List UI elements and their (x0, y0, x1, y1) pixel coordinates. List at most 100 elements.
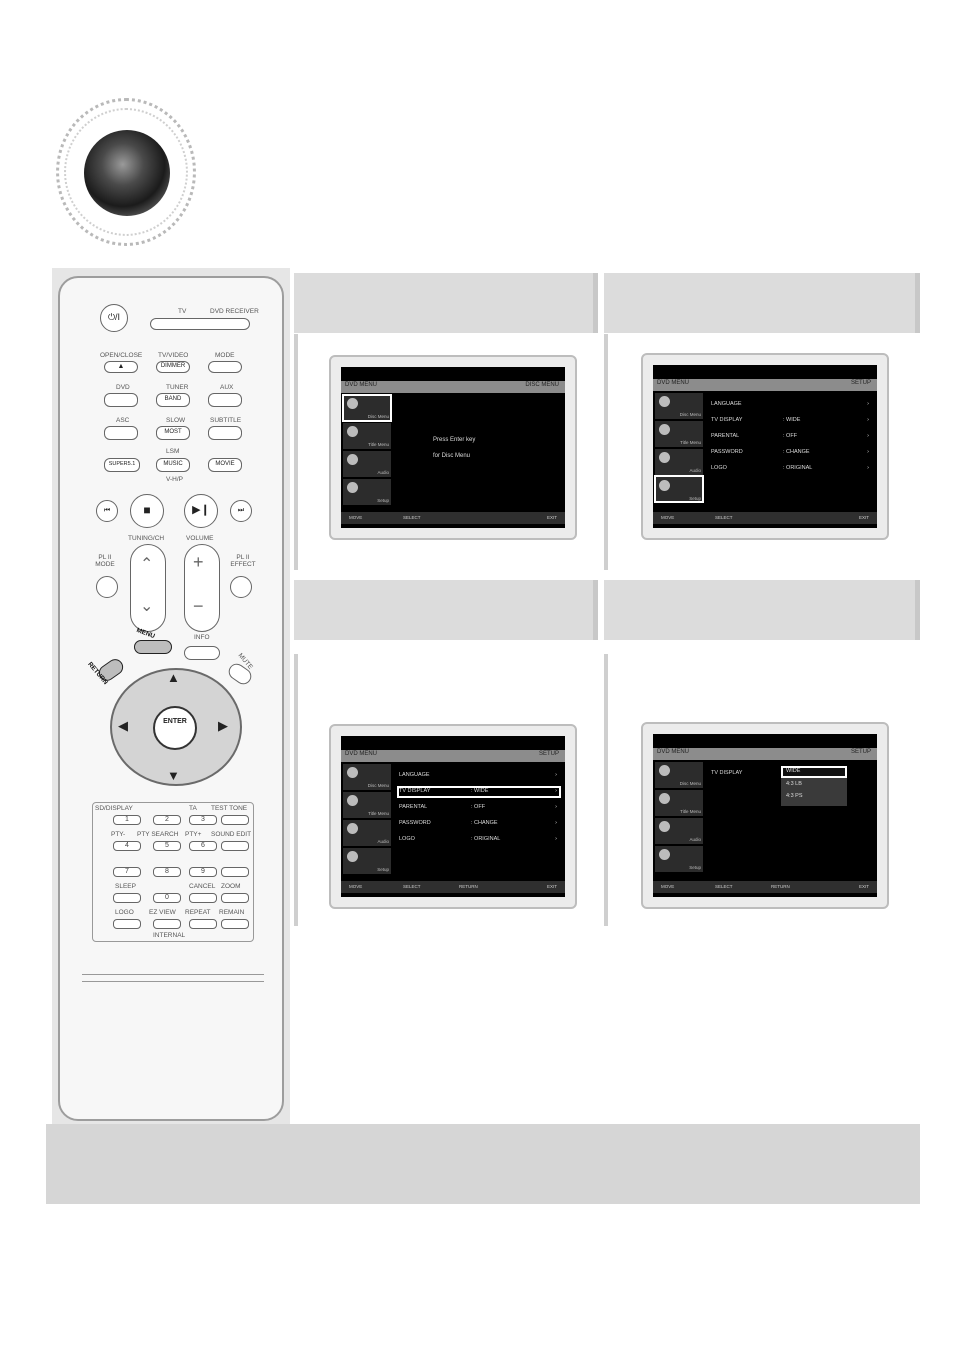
menu-button[interactable] (134, 640, 172, 654)
dpad-down-icon[interactable]: ▼ (167, 768, 180, 783)
osd-row-language[interactable]: LANGUAGE› (399, 772, 559, 782)
key-8[interactable]: 8 (153, 867, 181, 877)
dpad-right-icon[interactable]: ▶ (218, 718, 228, 733)
osd-side-setup[interactable]: Setup (343, 479, 391, 505)
osd-side-disc-menu[interactable]: Disc Menu (655, 762, 703, 788)
osd-row-logo[interactable]: LOGO: ORIGINAL› (399, 836, 559, 846)
band-button[interactable]: BAND (156, 393, 190, 407)
mode-button[interactable] (208, 361, 242, 373)
enter-button[interactable]: ENTER (153, 706, 197, 750)
osd-side-audio[interactable]: Audio (343, 451, 391, 477)
skip-back-button[interactable]: ⏮ (96, 500, 118, 522)
osd-side-title-menu[interactable]: Title Menu (655, 790, 703, 816)
dpad-left-icon[interactable]: ◀ (118, 718, 128, 733)
repeat-key[interactable] (189, 919, 217, 929)
osd-side-audio[interactable]: Audio (655, 818, 703, 844)
speaker-ring-inner (64, 108, 188, 236)
osd-option-43ps[interactable]: 4:3 PS (786, 793, 803, 799)
osd-side-disc-menu[interactable]: Disc Menu (343, 764, 391, 790)
key-blank-1[interactable] (221, 815, 249, 825)
osd-side-title-menu[interactable]: Title Menu (343, 792, 391, 818)
key-5[interactable]: 5 (153, 841, 181, 851)
key-blank-2[interactable] (221, 841, 249, 851)
setup-icon (347, 851, 358, 862)
super51-button[interactable]: SUPER5.1 (104, 458, 140, 472)
logo-key[interactable] (113, 919, 141, 929)
step-4-header (604, 580, 920, 640)
volume-down-icon: − (193, 596, 204, 616)
osd-row-logo[interactable]: LOGO: ORIGINAL› (711, 465, 871, 475)
power-button[interactable]: ⏻/I (100, 304, 128, 332)
volume-rocker[interactable] (184, 544, 220, 632)
title-icon (659, 793, 670, 804)
osd-side-setup[interactable]: Setup (655, 477, 703, 503)
osd-title-bar: DVD MENU SETUP (653, 748, 877, 760)
osd-side-audio[interactable]: Audio (655, 449, 703, 475)
ez-view-key[interactable] (153, 919, 181, 929)
pl-effect-button[interactable] (230, 576, 252, 598)
info-button[interactable] (184, 646, 220, 660)
osd-screen-4: DVD MENU SETUP Disc Menu Title Menu Audi… (653, 734, 877, 897)
most-button[interactable]: MOST (156, 426, 190, 440)
osd-bar-left: DVD MENU (345, 382, 378, 388)
osd-option-wide[interactable]: WIDE (786, 768, 801, 774)
music-button[interactable]: MUSIC (156, 458, 190, 472)
aux-button[interactable] (208, 393, 242, 407)
osd-side-disc-menu[interactable]: Disc Menu (343, 395, 391, 421)
osd-side-label: Disc Menu (679, 781, 701, 786)
skip-forward-button[interactable]: ⏭ (230, 500, 252, 522)
zoom-key[interactable] (221, 893, 249, 903)
osd-side-title-menu[interactable]: Title Menu (655, 421, 703, 447)
audio-icon (347, 823, 358, 834)
pl-mode-button[interactable] (96, 576, 118, 598)
speaker-cone-icon (84, 130, 170, 216)
remain-label: REMAIN (219, 909, 245, 916)
osd-side-setup[interactable]: Setup (343, 848, 391, 874)
movie-button[interactable]: MOVIE (208, 458, 242, 472)
key-4[interactable]: 4 (113, 841, 141, 851)
dpad-up-icon[interactable]: ▲ (167, 670, 180, 685)
cancel-key[interactable] (189, 893, 217, 903)
asc-button[interactable] (104, 426, 138, 440)
key-3[interactable]: 3 (189, 815, 217, 825)
arrow-right-icon: › (555, 836, 557, 842)
osd-side-label: Setup (377, 867, 389, 872)
osd-row-language[interactable]: LANGUAGE› (711, 401, 871, 411)
osd-side-audio[interactable]: Audio (343, 820, 391, 846)
key-9[interactable]: 9 (189, 867, 217, 877)
osd-row-tv-display[interactable]: TV DISPLAY: WIDE› (399, 788, 559, 798)
remain-key[interactable] (221, 919, 249, 929)
open-close-button[interactable]: ▲ (104, 361, 138, 373)
osd-side-disc-menu[interactable]: Disc Menu (655, 393, 703, 419)
osd-screen-2: DVD MENU SETUP Disc Menu Title Menu Audi… (653, 365, 877, 528)
key-blank-3[interactable] (221, 867, 249, 877)
osd-option-43lb[interactable]: 4:3 LB (786, 781, 802, 787)
osd-side-menu: Disc Menu Title Menu Audio Setup (341, 395, 391, 508)
mode-switch[interactable] (150, 318, 250, 330)
dvd-button[interactable] (104, 393, 138, 407)
subtitle-button[interactable] (208, 426, 242, 440)
osd-row-password[interactable]: PASSWORD: CHANGE› (399, 820, 559, 830)
osd-side-label: Title Menu (368, 442, 389, 447)
osd-row-tv-display[interactable]: TV DISPLAY: WIDE› (711, 417, 871, 427)
key-7[interactable]: 7 (113, 867, 141, 877)
sleep-key[interactable] (113, 893, 141, 903)
title-icon (347, 795, 358, 806)
tuning-rocker[interactable] (130, 544, 166, 632)
osd-option-selected[interactable] (781, 766, 847, 778)
key-1[interactable]: 1 (113, 815, 141, 825)
stop-button[interactable]: ■ (130, 494, 164, 528)
dimmer-button[interactable]: DIMMER (156, 361, 190, 373)
osd-side-title-menu[interactable]: Title Menu (343, 423, 391, 449)
osd-row-password[interactable]: PASSWORD: CHANGE› (711, 449, 871, 459)
key-0[interactable]: 0 (153, 893, 181, 903)
key-2[interactable]: 2 (153, 815, 181, 825)
key-6[interactable]: 6 (189, 841, 217, 851)
play-pause-button[interactable]: ▶❙ (184, 494, 218, 528)
osd-footer-move: MOVE (349, 884, 363, 889)
osd-row-parental[interactable]: PARENTAL: OFF› (399, 804, 559, 814)
osd-footer: MOVE SELECT EXIT (341, 512, 565, 524)
osd-row-parental[interactable]: PARENTAL: OFF› (711, 433, 871, 443)
osd-side-setup[interactable]: Setup (655, 846, 703, 872)
row-label: LANGUAGE (399, 772, 430, 778)
